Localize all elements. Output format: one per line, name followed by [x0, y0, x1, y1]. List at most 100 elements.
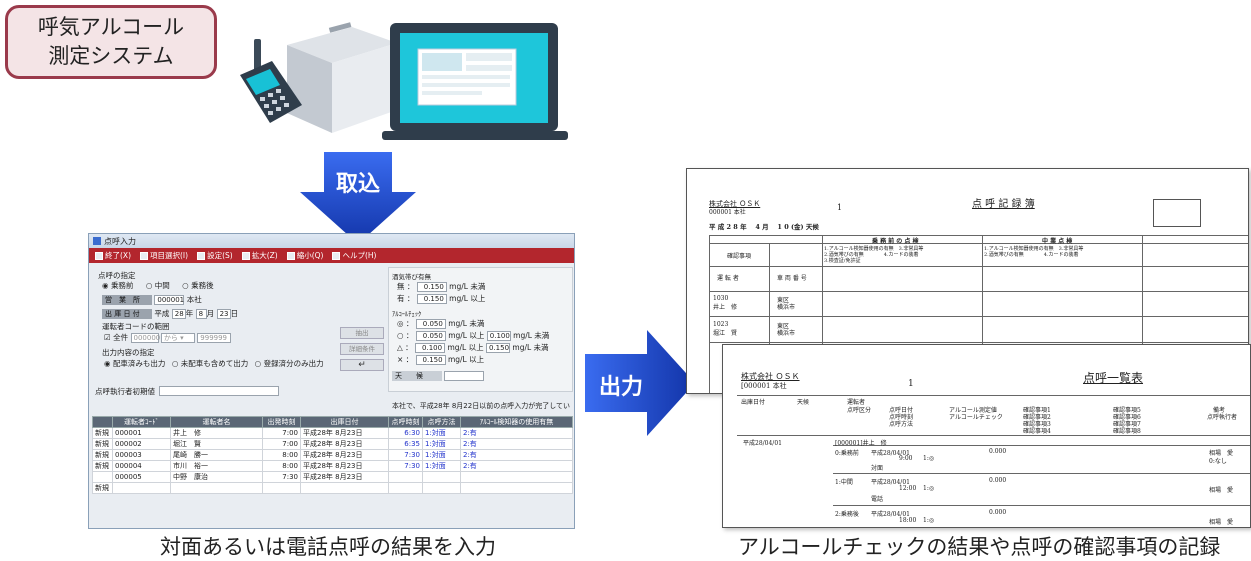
- date-label: 出 庫 日 付: [102, 309, 152, 319]
- radio-after[interactable]: ○ 乗務後: [182, 281, 214, 290]
- settings-pane: 点呼の指定 ◉ 乗務前 ○ 中間 ○ 乗務後 営 業 所 000001 本社 出…: [92, 267, 385, 392]
- doc2-col-alcohol: アルコール測定値: [949, 407, 997, 414]
- alcohol-2-value[interactable]: 0.050: [415, 331, 446, 341]
- zoom-out-button[interactable]: 縮小(Q): [286, 250, 323, 261]
- doc2-col-kubun: 点呼区分: [847, 407, 872, 414]
- doc1-check-c: 3.検査証/免許証: [824, 258, 861, 264]
- radio-before[interactable]: ◉ 乗務前: [102, 281, 134, 290]
- range-from-input[interactable]: 000000: [130, 333, 160, 343]
- doc2-col-confirm3: 確認事項3: [1023, 421, 1051, 428]
- executor-input[interactable]: [159, 386, 279, 396]
- drink-yes-value[interactable]: 0.150: [416, 294, 447, 304]
- doc1-row2-area2: 横浜市: [777, 330, 796, 337]
- alcohol-1-value[interactable]: 0.050: [415, 319, 446, 329]
- item-select-button[interactable]: 項目選択(I): [140, 250, 188, 261]
- doc1-check-b: 2.酒気帯びの有無 4.カードの装着: [824, 252, 919, 258]
- output-options: ◉ 配車済みも出力 ○ 未配車も含めて出力 ○ 登録済分のみ出力: [104, 358, 324, 369]
- all-checkbox[interactable]: ☑ 全件: [104, 333, 129, 342]
- alcohol-row-3: △ ： 0.100 mg/L 以上 0.150 mg/L 未満: [397, 343, 549, 353]
- weather-row: 天 候: [392, 371, 485, 381]
- doc2-r1-executor: 相場 愛: [1209, 450, 1234, 457]
- doc1-date-line: 平 成 2 8 年 4 月 1 0 (金) 天候: [709, 223, 819, 231]
- table-row[interactable]: 新規: [92, 482, 573, 494]
- driver-range-label: 運転者コードの範囲: [102, 322, 170, 331]
- import-arrow-icon: [300, 152, 416, 244]
- zoom-in-button[interactable]: 拡大(Z): [241, 250, 278, 261]
- col-driver-code: 運転者ｺｰﾄﾞ: [112, 416, 171, 428]
- zoom-out-icon: [286, 251, 295, 260]
- enter-button[interactable]: ↵: [340, 359, 384, 371]
- doc2-col-remarks: 備考: [1213, 407, 1226, 414]
- doc1-check-b2: 2.酒気帯びの有無 4.カードの装着: [984, 252, 1079, 258]
- radio-dispatched[interactable]: ◉ 配車済みも出力: [104, 359, 166, 368]
- col-departure-time: 出発時刻: [262, 416, 301, 428]
- drink-none-value[interactable]: 0.150: [416, 282, 447, 292]
- alcohol-2-value2[interactable]: 0.100: [486, 331, 511, 341]
- device-illustration: [240, 22, 568, 140]
- doc2-r2-date: 平成28/04/01: [871, 479, 910, 486]
- tenko-table: 運転者ｺｰﾄﾞ 運転者名 出発時刻 出庫日付 点呼時刻 点呼方法 ｱﾙｺｰﾙ検知…: [92, 416, 573, 494]
- import-arrow: 取込: [300, 152, 416, 244]
- search-button[interactable]: 抽出: [340, 327, 384, 339]
- doc2-col-confirm2: 確認事項2: [1023, 414, 1051, 421]
- output-arrow-label: 出力: [598, 375, 643, 400]
- office-code-input[interactable]: 000001: [154, 295, 185, 305]
- tenko-input-window: 点呼入力 終了(X) 項目選択(I) 設定(S) 拡大(Z) 縮小(Q) ヘルプ…: [88, 233, 575, 529]
- col-tenko-time: 点呼時刻: [388, 416, 423, 428]
- radio-middle[interactable]: ○ 中間: [145, 281, 170, 290]
- date-year-unit: 年: [185, 309, 194, 318]
- doc2-r2-time: 12:00: [899, 485, 917, 492]
- alcohol-3-value2[interactable]: 0.150: [486, 343, 510, 353]
- notice-text: 本社で、平成28年 8月22日以前の点呼入力が完了してい: [392, 402, 571, 410]
- doc1-row1-name: 井上 修: [713, 304, 738, 311]
- doc1-branch: 000001 本社: [709, 209, 746, 216]
- doc1-row1-area: 東区: [777, 297, 790, 304]
- col-detector-use: ｱﾙｺｰﾙ検知器の使用有無: [460, 416, 573, 428]
- left-caption: 対面あるいは電話点呼の結果を入力: [160, 535, 496, 559]
- doc2-r2-executor: 相場 愛: [1209, 487, 1234, 494]
- radio-undispatched[interactable]: ○ 未配車も含めて出力: [171, 359, 249, 368]
- help-icon: [332, 251, 341, 260]
- right-caption: アルコールチェックの結果や点呼の確認事項の記録: [738, 535, 1221, 559]
- date-month-input[interactable]: 8: [195, 309, 207, 319]
- alcohol-3-value[interactable]: 0.100: [415, 343, 446, 353]
- doc2-r3-date: 平成28/04/01: [871, 511, 910, 518]
- doc2-col-tenko-date: 点呼日付: [889, 407, 914, 414]
- help-button[interactable]: ヘルプ(H): [332, 250, 376, 261]
- toolbar: 終了(X) 項目選択(I) 設定(S) 拡大(Z) 縮小(Q) ヘルプ(H): [89, 248, 574, 263]
- doc2-col-confirm7: 確認事項7: [1113, 421, 1141, 428]
- app-icon: [93, 237, 101, 245]
- date-day-input[interactable]: 23: [216, 309, 231, 319]
- date-month-unit: 月: [206, 309, 215, 318]
- doc2-r1-kubun: 0:乗務前: [835, 450, 859, 457]
- doc2-col-method: 点呼方法: [889, 421, 914, 428]
- doc2-r3-time: 18:00: [899, 517, 917, 524]
- date-day-unit: 日: [230, 309, 239, 318]
- radio-registered[interactable]: ○ 登録済分のみ出力: [254, 359, 324, 368]
- alcohol-checker-icon: [240, 22, 397, 133]
- doc2-r2-method: 電話: [871, 496, 884, 503]
- range-from-select[interactable]: から ▾: [160, 333, 195, 343]
- office-label: 営 業 所: [102, 295, 152, 305]
- output-arrow: 出力: [585, 330, 695, 436]
- doc1-company: 株式会社 ＯＳＫ: [709, 200, 761, 208]
- doc2-col-date: 出庫日付: [741, 399, 766, 406]
- drink-row-none: 無 ： 0.150 mg/L 未満: [397, 282, 486, 292]
- settings-button[interactable]: 設定(S): [197, 250, 233, 261]
- executor-label: 点呼執行者初期値: [95, 387, 155, 396]
- alcohol-4-value[interactable]: 0.150: [415, 355, 446, 365]
- range-to-input[interactable]: 999999: [197, 333, 232, 343]
- doc2-col-confirm6: 確認事項6: [1113, 414, 1141, 421]
- exit-button[interactable]: 終了(X): [95, 250, 131, 261]
- laptop-icon: [382, 23, 568, 140]
- detail-condition-button[interactable]: 詳細条件: [340, 343, 384, 355]
- date-year-input[interactable]: 28: [171, 309, 186, 319]
- col-date: 出庫日付: [300, 416, 389, 428]
- doc2-r1-date: 平成28/04/01: [871, 450, 910, 457]
- weather-input[interactable]: [444, 371, 485, 381]
